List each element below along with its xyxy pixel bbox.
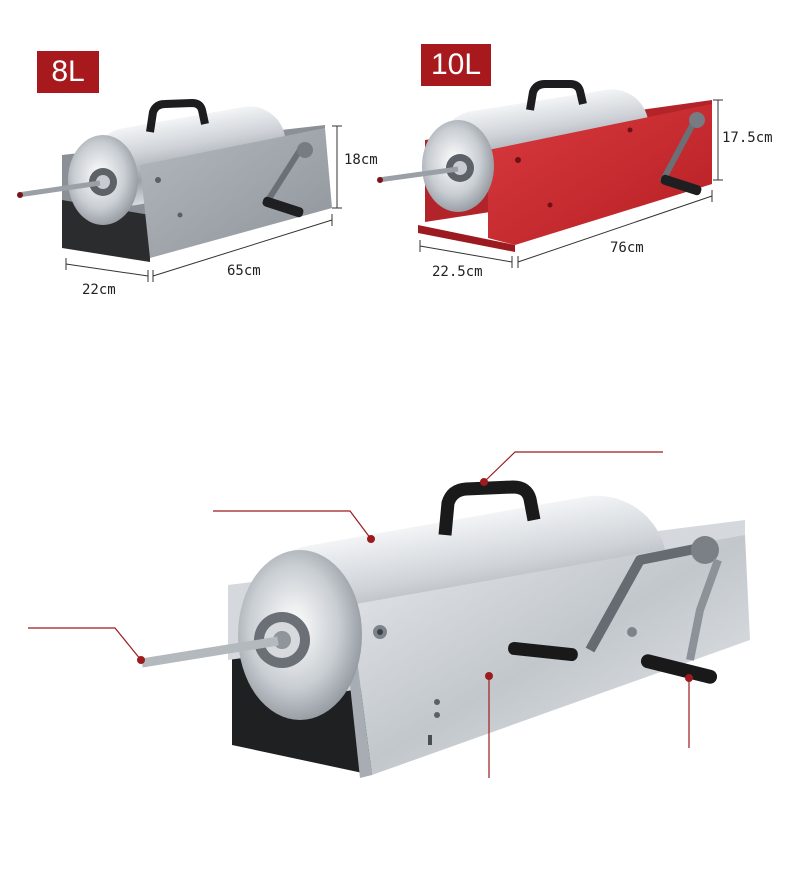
dimension-height-8l: 18cm (344, 152, 378, 168)
dimension-length-10l: 76cm (610, 240, 644, 256)
callout-lines (28, 451, 690, 778)
dimension-length-8l: 65cm (227, 263, 261, 279)
capacity-badge-8l: 8L (37, 51, 99, 93)
dimension-width-10l: 22.5cm (432, 264, 483, 280)
stuffer-10l-image (377, 80, 712, 252)
capacity-badge-10l: 10L (421, 44, 491, 86)
dimension-width-8l: 22cm (82, 282, 116, 298)
stuffer-8l-image (17, 99, 332, 262)
stuffer-large-image (141, 480, 750, 778)
callout-dots (137, 478, 693, 682)
dimension-lines-10l (419, 99, 723, 268)
dimension-height-10l: 17.5cm (722, 130, 773, 146)
dimension-lines-8l (65, 125, 342, 282)
